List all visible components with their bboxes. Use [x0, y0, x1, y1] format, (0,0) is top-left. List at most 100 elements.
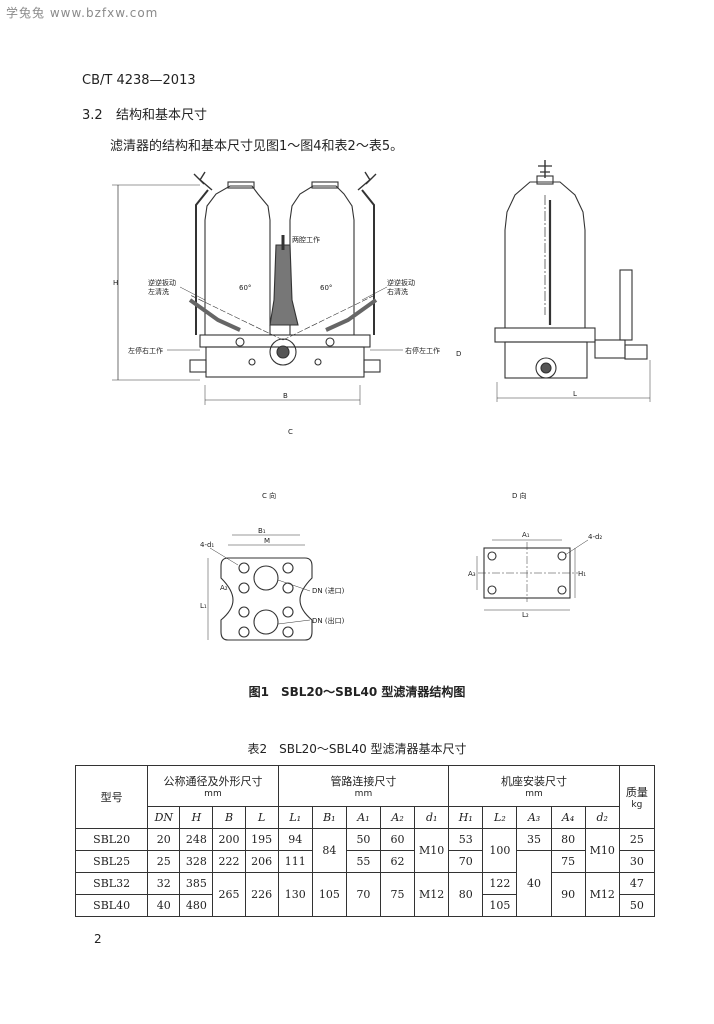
dim-label-L: L [573, 390, 577, 398]
cell-model: SBL40 [74, 894, 149, 917]
cell-l2: 122 [482, 872, 518, 895]
table-row: SBL32 32 385 265 226 130 105 70 75 M12 8… [74, 872, 656, 917]
group-title: 管路连接尺寸 [330, 774, 397, 788]
section-number: 3.2 [82, 108, 103, 123]
front-view-drawing [112, 171, 403, 405]
cell-a1: 55 [345, 850, 382, 873]
label-left-clean: 逆逆扳动左清洗 [148, 278, 176, 296]
subheader-cell: H₁ [448, 806, 484, 829]
subheader-cell: d₁ [414, 806, 450, 829]
view-marker-D: D [456, 350, 461, 358]
cell-b: 200 [212, 828, 246, 851]
cell-d2: M10 [584, 828, 620, 873]
d-view-drawing [476, 539, 589, 611]
cell-mass: 47 [618, 872, 656, 895]
cell-b: 265 [212, 872, 246, 917]
cell-a3: 40 [516, 850, 552, 917]
cell-model: SBL25 [74, 850, 149, 873]
subheader-cell: A₁ [345, 806, 382, 829]
cell-b1: 84 [311, 828, 347, 873]
cell-dn: 20 [147, 828, 181, 851]
cell-dn: 40 [147, 894, 181, 917]
label-left-stop: 左停右工作 [128, 346, 163, 355]
cell-b: 222 [212, 850, 246, 873]
group-title: 质量 [625, 785, 648, 799]
header-model: 型号 [74, 765, 149, 829]
section-title: 结构和基本尺寸 [116, 108, 208, 123]
filter-structure-figure: H 两腔工作 60° 60° 逆逆扳动左清洗 逆逆扳动右清洗 左停右工作 右停左… [112, 160, 651, 641]
cell-h: 248 [179, 828, 214, 851]
dim-label-H1: H₁ [578, 570, 586, 578]
cell-l: 195 [244, 828, 279, 851]
table-row: SBL25 25 328 222 206 111 55 62 70 40 75 … [74, 850, 656, 917]
cell-h: 480 [179, 894, 214, 917]
cell-l1: 94 [277, 828, 313, 851]
label-right-clean: 逆逆扳动右清洗 [387, 278, 415, 296]
cell-h: 328 [179, 850, 214, 873]
watermark-text: 学兔兔 www.bzfxw.com [6, 6, 159, 20]
table-row: SBL40 40 480 105 50 [74, 894, 656, 917]
cell-a2: 62 [379, 850, 416, 873]
cell-l: 226 [244, 872, 279, 917]
cell-mass: 50 [618, 894, 656, 917]
cell-l1: 111 [277, 850, 313, 873]
cell-a2: 60 [379, 828, 416, 851]
group-unit: mm [354, 788, 373, 799]
cell-a2: 75 [379, 872, 416, 917]
dim-label-B: B [283, 392, 288, 400]
cell-h1: 70 [448, 850, 484, 873]
cell-model: SBL32 [74, 872, 149, 895]
cell-a3: 35 [516, 828, 552, 851]
subheader-cell: A₂ [379, 806, 416, 829]
side-view-drawing [494, 160, 651, 402]
table-row: SBL20 20 248 200 195 94 84 50 60 M10 53 … [74, 828, 656, 873]
group-unit: mm [204, 788, 222, 799]
group-unit: mm [525, 788, 543, 799]
cell-a4: 90 [550, 872, 586, 917]
cell-a4: 80 [550, 828, 586, 851]
subheader-cell: DN [147, 806, 181, 829]
dim-label-A2: A₂ [220, 584, 228, 592]
label-dn-outlet: DN (出口) [312, 616, 345, 625]
label-angle-left: 60° [239, 284, 251, 292]
page-number: 2 [94, 932, 102, 946]
cell-dn: 32 [147, 872, 181, 895]
cell-h1: 80 [448, 872, 484, 917]
cell-d1: M12 [414, 872, 450, 917]
subheader-cell: H [179, 806, 214, 829]
label-right-stop: 右停左工作 [405, 346, 440, 355]
group-title: 公称通径及外形尺寸 [163, 774, 263, 788]
subheader-cell: A₃ [516, 806, 552, 829]
header-group-base: 机座安装尺寸 mm [448, 765, 620, 807]
label-work-both: 两腔工作 [292, 235, 320, 244]
label-four-d2: 4-d₂ [588, 533, 602, 541]
section-heading: 3.2 结构和基本尺寸 [82, 104, 207, 123]
cell-b1: 105 [311, 872, 347, 917]
dim-label-L2: L₂ [522, 611, 529, 619]
subheader-cell: L [244, 806, 279, 829]
cell-mass: 30 [618, 850, 656, 873]
cell-dn: 25 [147, 850, 181, 873]
cell-l: 206 [244, 850, 279, 873]
view-marker-C: C [288, 428, 293, 436]
label-four-d1: 4-d₁ [200, 541, 214, 549]
subheader-cell: L₂ [482, 806, 518, 829]
group-title: 机座安装尺寸 [500, 774, 567, 788]
cell-h: 385 [179, 872, 214, 895]
c-view-title: C 向 [262, 491, 276, 500]
cell-h1: 53 [448, 828, 484, 851]
cell-l2: 105 [482, 894, 518, 917]
label-dn-inlet: DN (进口) [312, 587, 345, 595]
cell-l1: 130 [277, 872, 313, 917]
header-group-mass: 质量 kg [618, 765, 656, 829]
table-subheader-row: DN H B L L₁ B₁ A₁ A₂ d₁ H₁ L₂ A₃ A₄ d₂ [76, 806, 655, 829]
subheader-cell: B₁ [311, 806, 347, 829]
header-group-pipe: 管路连接尺寸 mm [277, 765, 450, 807]
subheader-cell: A₄ [550, 806, 586, 829]
cell-a1: 70 [345, 872, 382, 917]
cell-l2: 100 [482, 828, 518, 873]
dim-label-A1: A₁ [522, 531, 530, 539]
dim-label-M: M [264, 537, 270, 545]
cell-a4: 75 [550, 850, 586, 873]
cell-d1: M10 [414, 828, 450, 873]
